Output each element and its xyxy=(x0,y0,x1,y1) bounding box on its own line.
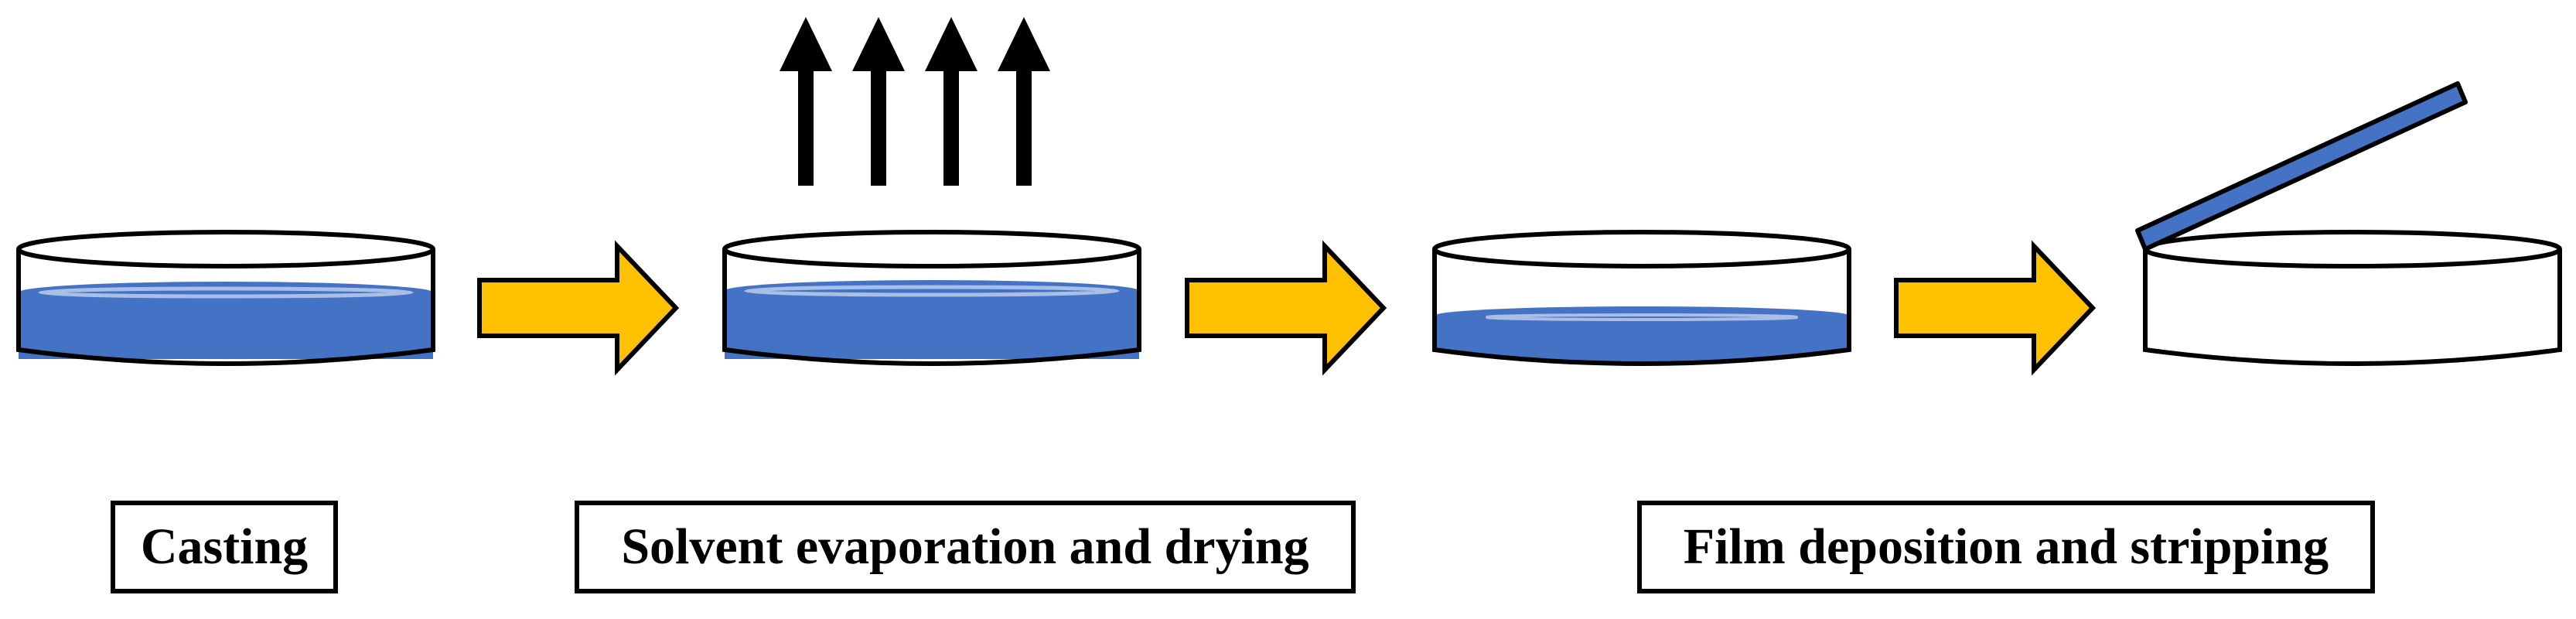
label-deposition-text: Film deposition and stripping xyxy=(1684,518,2329,575)
label-box xyxy=(111,501,338,593)
dish-rim xyxy=(722,230,1141,268)
up-arrow-icon xyxy=(925,17,978,186)
liquid-shine xyxy=(744,285,1120,297)
vapor-arrows xyxy=(780,17,1050,186)
right-block-arrow-icon xyxy=(1894,240,2097,376)
label-box xyxy=(1637,501,2375,593)
dish-rim xyxy=(16,230,435,268)
label-casting-text: Casting xyxy=(141,518,308,575)
petri-dish-thin-film xyxy=(1432,230,1851,366)
label-evaporation: Solvent evaporation and drying xyxy=(575,501,1356,593)
up-arrow-icon xyxy=(852,17,905,186)
dish-wall xyxy=(1432,249,1851,366)
petri-dish-evaporation xyxy=(722,230,1141,366)
stripped-film xyxy=(2135,81,2468,251)
dish-wall xyxy=(16,249,435,366)
liquid-shine xyxy=(38,286,414,299)
dish-wall xyxy=(722,249,1141,366)
label-evaporation-text: Solvent evaporation and drying xyxy=(621,518,1308,575)
dish-rim xyxy=(1432,230,1851,268)
up-arrow-icon xyxy=(998,17,1050,186)
label-casting: Casting xyxy=(111,501,338,593)
film-shine xyxy=(1486,313,1798,321)
right-block-arrow-icon xyxy=(1185,240,1387,376)
film-layer xyxy=(1435,316,1849,364)
liquid-top xyxy=(725,280,1139,302)
liquid-top xyxy=(19,282,433,303)
dish-wall xyxy=(2143,249,2562,366)
petri-dish-stripping xyxy=(2135,81,2562,366)
up-arrow-icon xyxy=(780,17,832,186)
label-box xyxy=(575,501,1356,593)
label-deposition: Film deposition and stripping xyxy=(1637,501,2375,593)
right-block-arrow-icon xyxy=(477,240,680,376)
petri-dish-casting xyxy=(16,230,435,366)
